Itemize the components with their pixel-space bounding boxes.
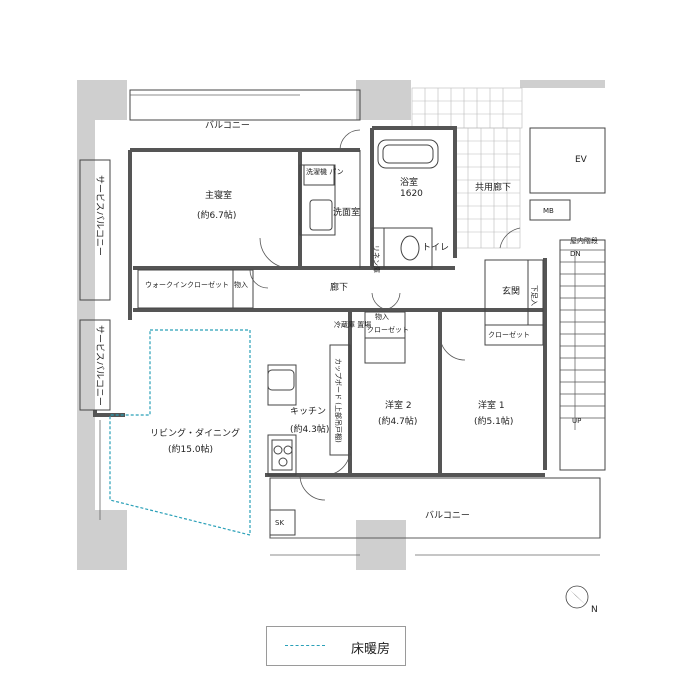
- up-label: UP: [572, 417, 581, 425]
- cupboard-label: カップボード (上部吊戸棚): [334, 358, 343, 443]
- storage-2-label: 物入: [375, 312, 389, 321]
- bath-label: 浴室: [400, 176, 418, 188]
- kitchen-size: (約4.3帖): [290, 423, 329, 435]
- legend: 床暖房: [266, 626, 406, 666]
- toilet-label: トイレ: [422, 243, 449, 253]
- balcony-top-label: バルコニー: [205, 120, 250, 131]
- washroom-label: 洗面室: [333, 206, 360, 218]
- door-swings: [249, 129, 521, 501]
- master-bedroom-label: 主寝室: [205, 189, 232, 201]
- compass-label: N: [591, 605, 598, 615]
- room-2-label: 洋室 2: [385, 399, 412, 411]
- common-corridor-label: 共用廊下: [475, 181, 511, 193]
- living-dining-size: (約15.0帖): [168, 443, 213, 455]
- kitchen-label: キッチン: [290, 406, 326, 417]
- service-balcony-2-label: サービスバルコニー: [94, 325, 105, 406]
- compass-icon: N: [565, 585, 598, 615]
- service-balcony-1-label: サービスバルコニー: [94, 175, 105, 256]
- linen-label: リネン庫: [372, 245, 381, 273]
- bath-size: 1620: [400, 189, 423, 199]
- indoor-stairs-label: 屋内階段: [570, 236, 598, 245]
- room-1-label: 洋室 1: [478, 399, 505, 411]
- walkin-closet-label: ウォークインクローゼット: [145, 280, 229, 289]
- sk-label: SK: [275, 519, 284, 527]
- windows: [99, 94, 600, 556]
- walls: [93, 126, 547, 477]
- washer-pan-label: 洗濯機 パン: [306, 167, 344, 176]
- legend-label: 床暖房: [351, 642, 391, 657]
- balcony-bottom-label: バルコニー: [425, 510, 470, 521]
- ev-label: EV: [575, 155, 588, 165]
- closet-1-label: クローゼット: [367, 325, 409, 334]
- room-1-size: (約5.1帖): [474, 415, 513, 427]
- floor-heating-area: [109, 329, 251, 536]
- closet-2-label: クローゼット: [488, 330, 530, 339]
- floor-heating-swatch: [285, 645, 325, 646]
- mb-label: MB: [543, 207, 554, 215]
- partitions: [79, 89, 606, 539]
- dn-label: DN: [570, 250, 581, 258]
- fridge-label: 冷蔵庫 置場: [334, 320, 371, 329]
- stairs: [560, 249, 605, 430]
- entrance-label: 玄関: [502, 285, 520, 297]
- storage-1-label: 物入: [234, 280, 248, 289]
- living-dining-label: リビング・ダイニング: [150, 427, 240, 439]
- corridor-label: 廊下: [330, 281, 348, 293]
- outer-walls: [77, 80, 605, 570]
- room-2-size: (約4.7帖): [378, 415, 417, 427]
- shoe-box-label: 下足入: [530, 285, 538, 306]
- fixtures: [267, 139, 439, 471]
- master-bedroom-size: (約6.7帖): [197, 209, 236, 221]
